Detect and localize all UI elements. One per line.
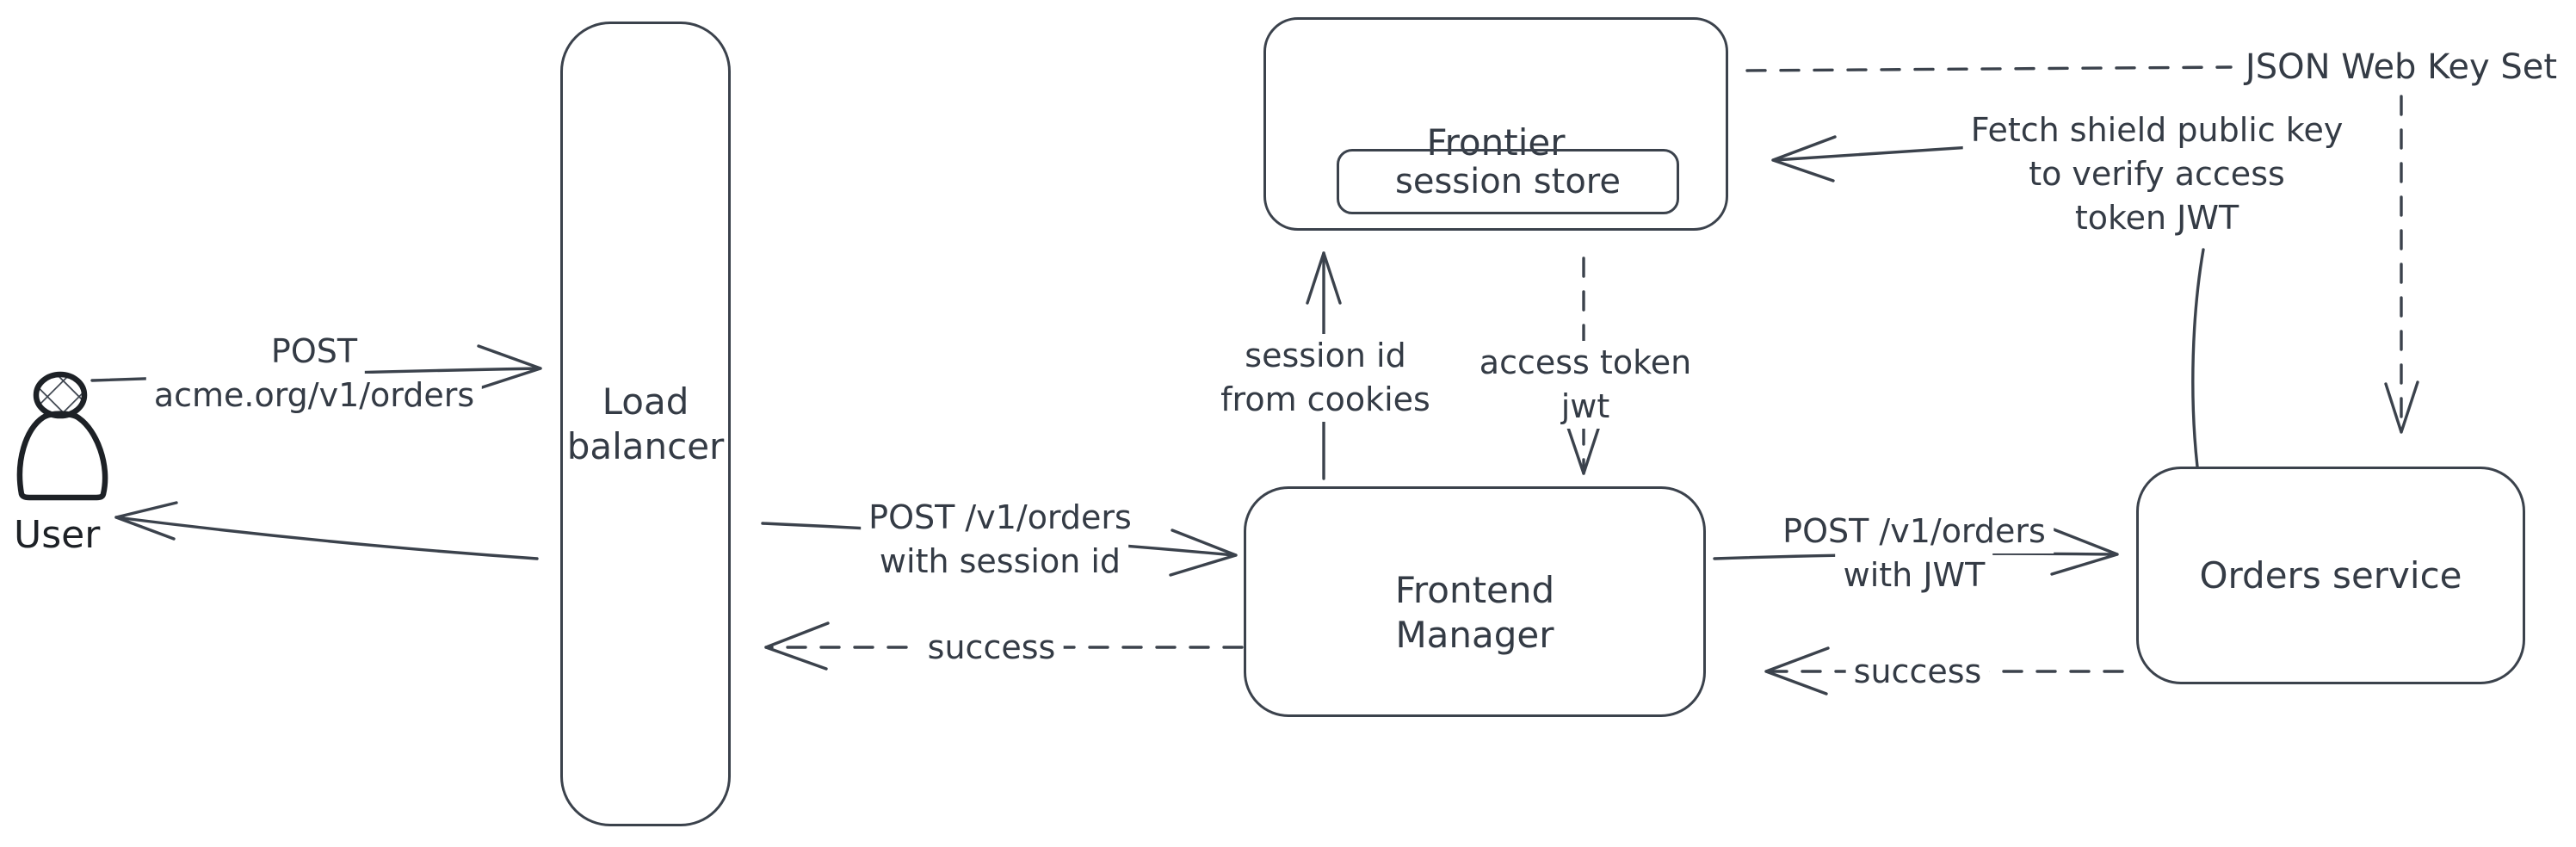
load-balancer-label-line2: balancer [566, 424, 725, 467]
edge-label-post-jwt-line2: with JWT [1835, 553, 1993, 597]
edge-label-post-session-id-line1: POST /v1/orders [861, 496, 1140, 540]
user-body [16, 411, 108, 501]
load-balancer-label-line1: Load [602, 380, 689, 423]
edge-label-session-id-line2: from cookies [1213, 378, 1438, 422]
jwks-label-text: JSON Web Key Set [2237, 46, 2566, 90]
arrow-lb-to-user [114, 501, 539, 560]
fetch-key-line3: token JWT [2066, 196, 2247, 240]
edge-label-access-token-jwt: access token jwt [1471, 341, 1700, 429]
edge-label-success-lb-text: success [919, 626, 1064, 670]
node-session-store[interactable]: session store [1337, 149, 1679, 214]
node-orders-service[interactable]: Orders service [2136, 467, 2525, 684]
orders-service-label: Orders service [2199, 553, 2462, 597]
edge-label-success-orders: success [1845, 650, 1990, 694]
fetch-key-line1: Fetch shield public key [1962, 108, 2351, 152]
edge-label-success-lb: success [919, 626, 1064, 670]
edge-label-post-jwt: POST /v1/orders with JWT [1775, 510, 2054, 597]
user-head [33, 371, 88, 419]
arrow-jwks-to-orders [2384, 95, 2419, 434]
edge-label-fetch-shield-key: Fetch shield public key to verify access… [1962, 108, 2351, 240]
node-load-balancer[interactable]: Load balancer [560, 22, 731, 826]
edge-label-access-token-line2: jwt [1553, 385, 1618, 429]
frontend-manager-label-line2: Manager [1395, 614, 1554, 656]
edge-label-post-acme-line1: POST [263, 330, 366, 374]
session-store-label: session store [1395, 162, 1621, 201]
edge-label-post-session-id-line2: with session id [871, 540, 1129, 584]
edge-label-success-orders-text: success [1845, 650, 1990, 694]
edge-label-session-id-cookies: session id from cookies [1213, 334, 1438, 422]
jwks-label: JSON Web Key Set [2237, 46, 2566, 90]
node-frontend-manager[interactable]: Frontend Manager [1244, 486, 1706, 717]
frontend-manager-label-line1: Frontend [1394, 569, 1555, 611]
edge-label-post-acme-line2: acme.org/v1/orders [145, 374, 483, 417]
edge-label-post-jwt-line1: POST /v1/orders [1775, 510, 2054, 553]
fetch-key-line2: to verify access [2021, 152, 2293, 196]
line-frontier-to-jwks [1745, 65, 2233, 72]
node-frontier[interactable]: Frontier session store [1263, 17, 1728, 231]
edge-label-post-session-id: POST /v1/orders with session id [861, 496, 1140, 584]
user-label: User [10, 513, 104, 557]
user-figure[interactable] [16, 371, 108, 501]
edge-label-session-id-line1: session id [1237, 334, 1414, 378]
edge-label-access-token-line1: access token [1471, 341, 1700, 385]
arrow-orders-to-frontier-fetch [1771, 135, 2205, 468]
frontier-label: Frontier [1426, 121, 1566, 164]
edge-label-post-acme: POST acme.org/v1/orders [145, 330, 483, 417]
